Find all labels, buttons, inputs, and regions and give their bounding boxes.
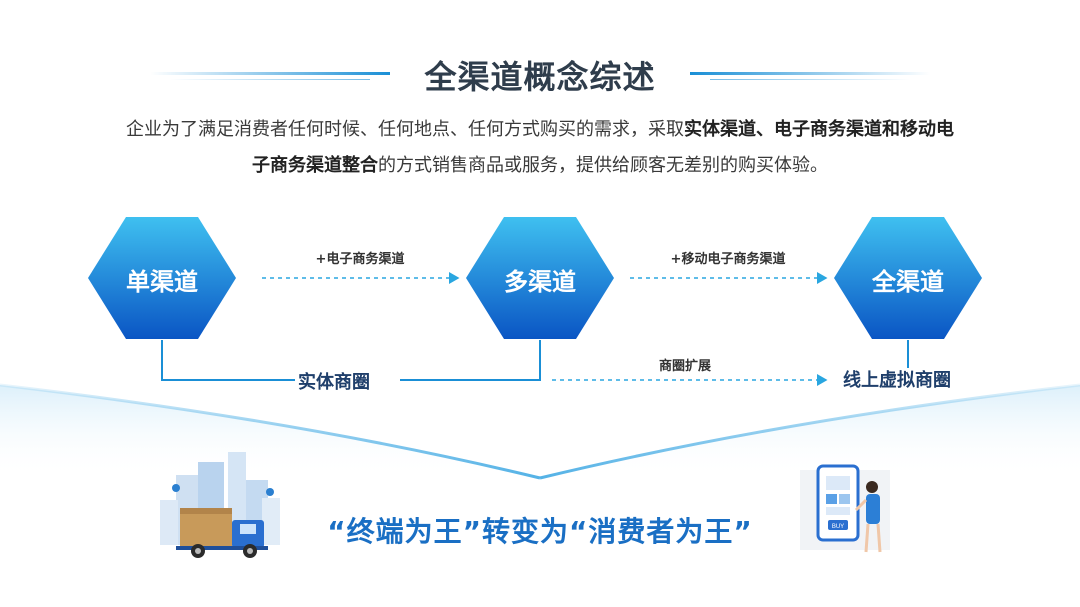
title-bar: 全渠道概念综述 [0,48,1080,98]
city-delivery-truck-icon [160,452,280,558]
label-physical-circle: 实体商圈 [298,372,370,393]
title-line-right [690,72,930,75]
arrow-label-expansion: 商圈扩展 [658,359,711,374]
connector-left [161,340,295,381]
funnel-line-right [539,383,1080,480]
funnel-shade [0,385,1080,478]
intro-text-1: 企业为了满足消费者任何时候、任何地点、任何方式购买的需求，采取 [126,119,684,140]
slogan: “终端为王”转变为“消费者为王” [327,515,753,548]
title-line-left [150,72,390,75]
hex-multi-channel [466,217,614,339]
stage-multi-channel: 多渠道 [504,268,576,296]
hex-single-channel [88,217,236,339]
title-line-left-thin [170,79,370,80]
label-virtual-circle: 线上虚拟商圈 [843,370,951,391]
hex-omni-channel [834,217,982,339]
arrow-label-ecommerce: +电子商务渠道 [315,252,405,267]
intro-paragraph: 企业为了满足消费者任何时候、任何地点、任何方式购买的需求，采取实体渠道、电子商务… [120,112,960,184]
intro-text-2: 的方式销售商品或服务，提供给顾客无差别的购买体验。 [378,155,828,176]
buy-button-text: BUY [832,524,844,530]
connector-right [400,340,541,381]
funnel-line-left [0,383,541,480]
intro-highlight: 实体渠道、电子商务渠道和移动电子商务渠道整合 [252,119,954,176]
page-title: 全渠道概念综述 [424,58,656,96]
stage-omni-channel: 全渠道 [872,268,944,296]
title-line-right-thin [710,79,910,80]
stage-single-channel: 单渠道 [126,268,198,296]
shopping-phone-woman-icon: BUY [800,464,890,553]
arrow-label-mobile: +移动电子商务渠道 [670,252,786,267]
